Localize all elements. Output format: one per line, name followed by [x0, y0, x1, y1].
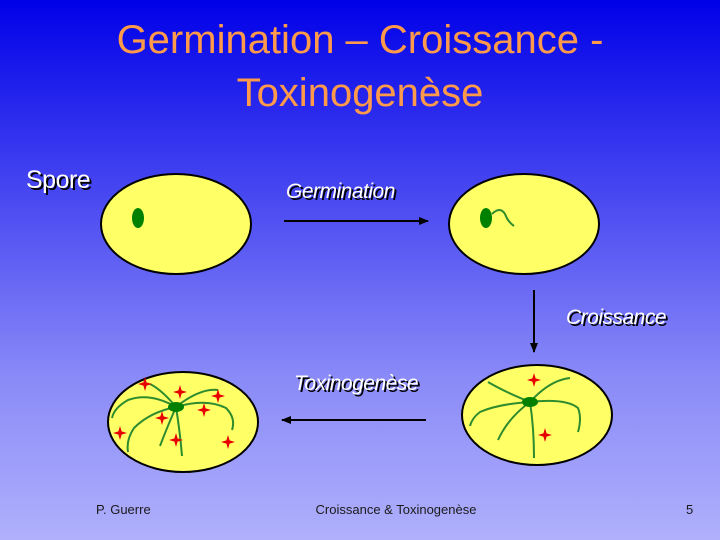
slide-title-line2: Toxinogenèse: [236, 71, 484, 115]
toxin-star-icon: [113, 426, 127, 440]
cell-germination: [448, 173, 600, 275]
germinating-spore-icon: [480, 208, 492, 228]
toxin-star-icon: [155, 411, 169, 425]
colony-center-icon: [522, 397, 538, 407]
footer-page-number: 5: [686, 502, 694, 517]
toxin-star-icon: [221, 435, 235, 449]
cell-toxinogenese: [107, 371, 259, 473]
toxin-star-icon: [197, 403, 211, 417]
cell-spore: [100, 173, 252, 275]
label-toxinogenese: Toxinogenèse: [294, 372, 419, 395]
slide-title-line1: Germination – Croissance -: [116, 18, 604, 62]
label-croissance: Croissance: [566, 306, 667, 329]
toxin-star-icon: [538, 428, 552, 442]
footer-title: Croissance & Toxinogenèse: [315, 502, 477, 517]
toxin-star-icon: [211, 389, 225, 403]
label-germination: Germination: [286, 180, 395, 203]
label-spore: Spore: [26, 166, 91, 194]
toxin-star-icon: [527, 373, 541, 387]
toxin-star-icon: [138, 377, 152, 391]
footer-author: P. Guerre: [96, 502, 151, 517]
toxin-star-icon: [173, 385, 187, 399]
spore-icon: [132, 208, 144, 228]
colony-center-icon: [168, 402, 184, 412]
cell-croissance: [461, 364, 613, 466]
toxin-star-icon: [169, 433, 183, 447]
